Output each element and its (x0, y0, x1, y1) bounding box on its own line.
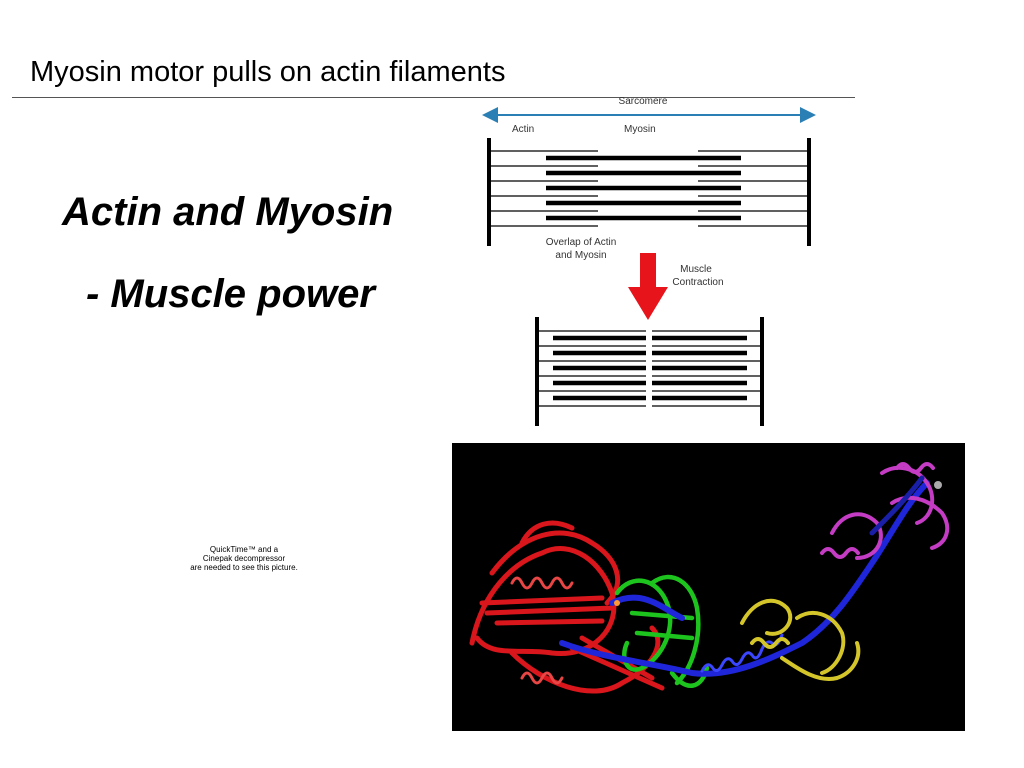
yellow-light-chain (740, 598, 861, 681)
overlap-label-line-1: Overlap of Actin (546, 237, 617, 248)
headline-line-2: - Muscle power (86, 272, 375, 316)
sarcomere-label: Sarcomere (619, 96, 668, 107)
actin-filaments-right (698, 150, 809, 227)
myosin-filaments (546, 155, 741, 221)
myosin-label: Myosin (624, 124, 656, 135)
contraction-label-line-2: Contraction (672, 277, 723, 288)
blue-lever-arm (559, 480, 930, 677)
contraction-label-line-1: Muscle (680, 264, 712, 275)
green-converter-domain (614, 574, 710, 688)
ligand-sphere (934, 481, 942, 489)
sarcomere-diagram: Sarcomere Actin Myosin Overlap of Actin … (482, 96, 816, 426)
actin-filaments-right-contracted (652, 330, 762, 407)
quicktime-line-1: QuickTime™ and a (209, 545, 279, 554)
blue-helix-coils (700, 633, 784, 673)
red-motor-domain (469, 520, 665, 694)
actin-filaments-left-contracted (537, 330, 646, 407)
overlap-label-line-2: and Myosin (555, 250, 606, 261)
actin-filaments-left (489, 150, 598, 227)
title-divider (12, 97, 855, 98)
contracted-sarcomere (535, 317, 764, 426)
dark-blue-tail (869, 475, 925, 536)
quicktime-line-2: Cinepak decompressor (202, 554, 286, 563)
contraction-arrow (628, 253, 668, 320)
myosin-protein-structure-image (452, 443, 965, 731)
headline-line-1: Actin and Myosin (62, 190, 394, 234)
actin-label: Actin (512, 124, 534, 135)
nucleotide-marker (614, 600, 620, 606)
slide-title: Myosin motor pulls on actin filaments (30, 56, 506, 88)
quicktime-placeholder: QuickTime™ and a Cinepak decompressor ar… (170, 545, 318, 572)
relaxed-sarcomere (487, 138, 811, 246)
red-helix-coils (510, 576, 574, 685)
protein-ribbon-illustration (469, 462, 950, 694)
quicktime-line-3: are needed to see this picture. (190, 563, 298, 572)
